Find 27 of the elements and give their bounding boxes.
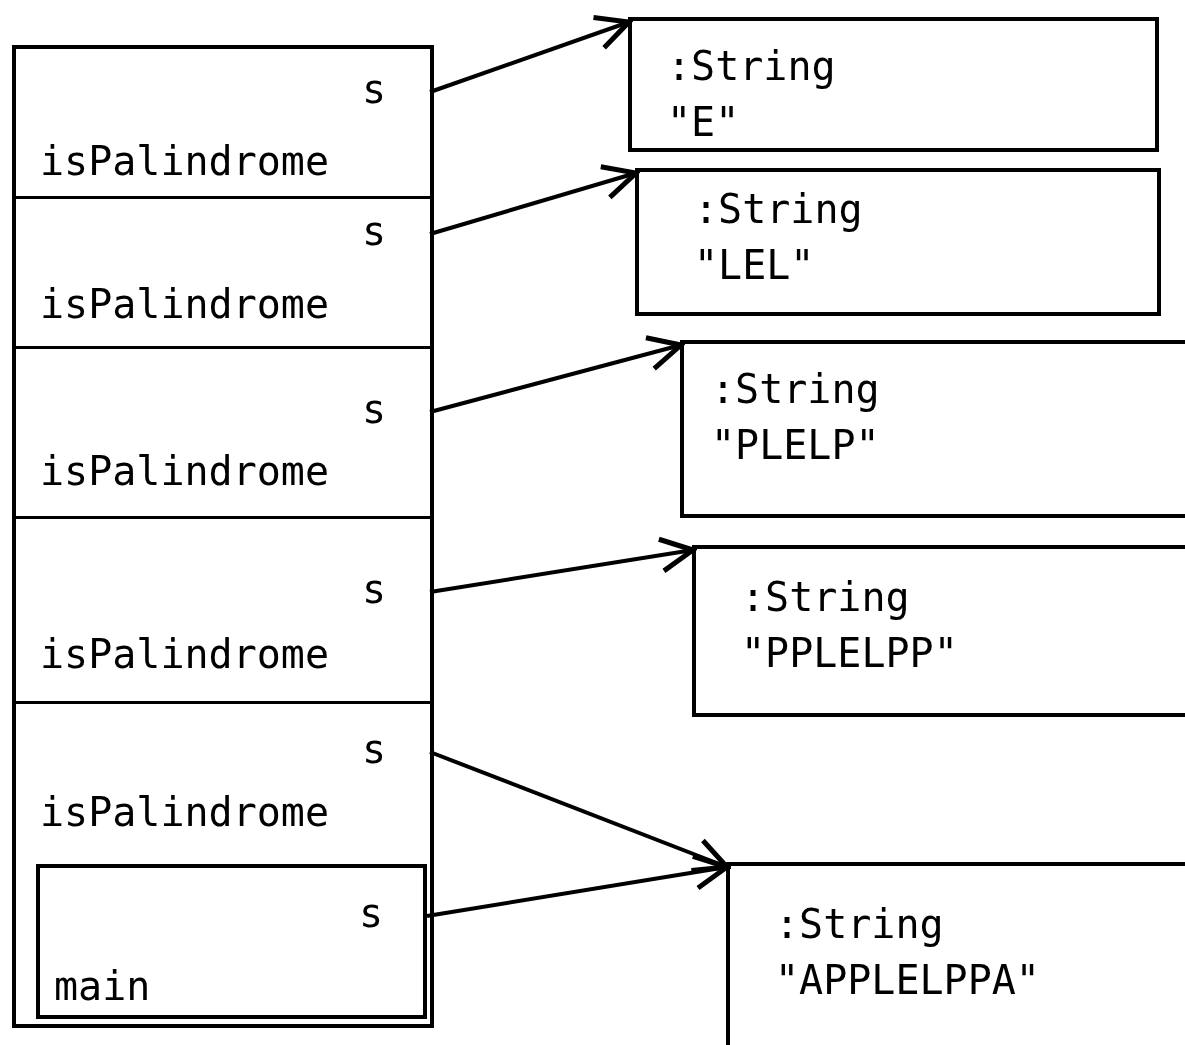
string-value: "E" [667, 102, 740, 142]
variable-name: s [361, 211, 386, 251]
variable-name: s [361, 569, 386, 609]
variable-name: s [361, 69, 386, 109]
frame-name: main [54, 966, 151, 1006]
object-box [692, 545, 1185, 717]
arrow [426, 853, 730, 918]
object-box [726, 862, 1185, 1045]
arrow [429, 15, 632, 94]
frame-name: isPalindrome [40, 451, 329, 491]
object-box [680, 340, 1185, 518]
call-stack-box [12, 45, 434, 1028]
object-box [628, 17, 1159, 152]
frame-name: isPalindrome [40, 634, 329, 674]
arrow [429, 750, 730, 873]
string-value: "LEL" [694, 245, 815, 285]
string-value: "PPLELPP" [741, 633, 958, 673]
string-value: "PLELP" [711, 425, 880, 465]
frame-name: isPalindrome [40, 792, 329, 832]
frame-name: isPalindrome [40, 284, 329, 324]
frame-name: isPalindrome [40, 141, 329, 181]
stack-frame [36, 864, 427, 1019]
string-value: "APPLELPPA" [775, 960, 1040, 1000]
variable-name: s [361, 389, 386, 429]
variable-name: s [358, 893, 383, 933]
object-box [635, 168, 1161, 316]
variable-name: s [361, 729, 386, 769]
